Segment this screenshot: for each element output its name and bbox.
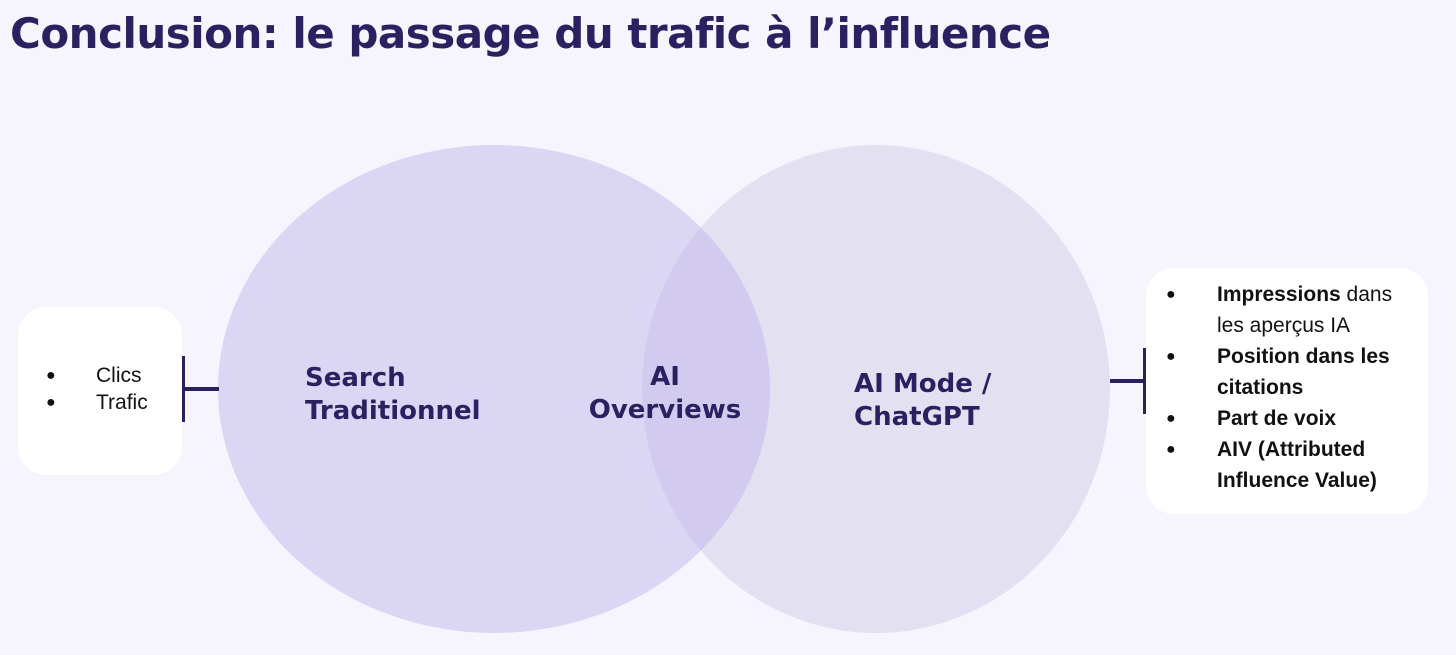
traditional-metrics-list: ● Clics ● Trafic — [46, 362, 148, 416]
bullet-icon: ● — [1166, 348, 1176, 365]
list-item: ● Trafic — [46, 391, 148, 414]
bullet-icon: ● — [1166, 441, 1176, 458]
right-circle — [642, 145, 1110, 633]
bullet-icon: ● — [46, 367, 56, 384]
list-item: ● Part de voix — [1166, 403, 1422, 434]
left-connector — [181, 356, 219, 422]
list-item: ● Clics — [46, 364, 142, 387]
label-search-traditionnel: Search Traditionnel — [305, 363, 481, 426]
ai-metrics-list: ● Impressions dans les aperçus IA ● Posi… — [1166, 279, 1422, 496]
list-item: ● Position dans les citations — [1166, 341, 1422, 403]
label-ai-overviews: AI Overviews — [588, 362, 742, 425]
page-title: Conclusion: le passage du trafic à l’inf… — [10, 9, 1051, 58]
bullet-icon: ● — [46, 394, 56, 411]
list-item: ● Impressions dans les aperçus IA — [1166, 279, 1422, 341]
left-circle — [218, 145, 770, 633]
label-ai-mode-chatgpt: AI Mode / ChatGPT — [854, 369, 992, 432]
list-item: ● AIV (Attributed Influence Value) — [1166, 434, 1422, 496]
ai-metrics-box: ● Impressions dans les aperçus IA ● Posi… — [1146, 268, 1428, 514]
traditional-metrics-box: ● Clics ● Trafic — [18, 307, 182, 475]
bullet-icon: ● — [1166, 286, 1176, 303]
right-connector — [1110, 348, 1147, 414]
bullet-icon: ● — [1166, 410, 1176, 427]
